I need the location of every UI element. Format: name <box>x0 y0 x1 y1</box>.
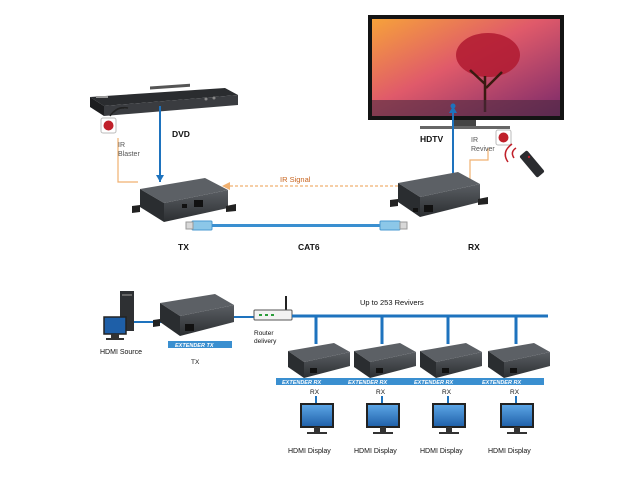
extender-rx-strip: EXTENDER RX <box>408 378 476 386</box>
receiver-unit: EXTENDER RX RX HDMI Display <box>276 343 350 455</box>
dvd-label: DVD <box>172 129 190 139</box>
ir-reviver-label-line2: Reviver <box>471 146 495 153</box>
hdmi-display-label: HDMI Display <box>354 448 397 455</box>
tx-extender-unit-bottom <box>153 294 234 336</box>
hdtv-label: HDTV <box>420 134 443 144</box>
up-to-label: Up to 253 Revivers <box>360 298 424 307</box>
rx-label: RX <box>510 389 520 396</box>
hdmi-source-computer-icon <box>103 291 134 340</box>
hdmi-display-icon <box>300 403 334 434</box>
ir-reviver-icon <box>495 129 512 146</box>
extender-rx-label: EXTENDER RX <box>282 380 321 386</box>
remote-control-icon <box>504 143 545 178</box>
router-label-line1: Router <box>254 330 274 337</box>
receiver-unit: EXTENDER RX RX HDMI Display <box>476 343 550 455</box>
arrow-up-icon <box>449 106 457 113</box>
ir-signal-label: IR Signal <box>280 175 311 184</box>
receiver-unit: EXTENDER RX RX HDMI Display <box>342 343 416 455</box>
rx-extender-unit <box>390 172 488 217</box>
router-icon <box>253 296 293 321</box>
ir-blaster-wave-icon <box>109 106 129 117</box>
labels: DVD HDTV IR Blaster IR Reviver IR Signal… <box>100 129 495 366</box>
tx-label: TX <box>178 242 189 252</box>
rx-extender-device <box>420 343 482 378</box>
hdtv <box>368 15 564 129</box>
ir-blaster-icon <box>100 117 117 134</box>
extender-rx-label: EXTENDER RX <box>482 380 521 386</box>
extender-rx-label: EXTENDER RX <box>414 380 453 386</box>
rx-label: RX <box>376 389 386 396</box>
ir-reviver-wire <box>469 148 489 180</box>
ir-blaster-label-line2: Blaster <box>118 151 140 158</box>
tx-extender-unit <box>132 178 236 222</box>
cat6-cable <box>185 220 408 231</box>
dvd-player <box>90 83 238 116</box>
hdmi-display-label: HDMI Display <box>488 448 531 455</box>
extender-rx-strip: EXTENDER RX <box>476 378 544 386</box>
rx-extender-device <box>288 343 350 378</box>
arrow-down-icon <box>156 175 164 182</box>
hdmi-display-icon <box>500 403 534 434</box>
hdmi-source-label: HDMI Source <box>100 349 142 356</box>
hdmi-display-icon <box>366 403 400 434</box>
ir-blaster-wire <box>117 138 138 183</box>
ir-reviver-label-line1: IR <box>471 137 478 144</box>
extender-rx-strip: EXTENDER RX <box>342 378 410 386</box>
rx-extender-device <box>354 343 416 378</box>
receiver-unit: EXTENDER RX RX HDMI Display <box>408 343 482 455</box>
ir-blaster-label-line1: IR <box>118 142 125 149</box>
hdmi-display-icon <box>432 403 466 434</box>
rx-label: RX <box>468 242 480 252</box>
rx-extender-device <box>488 343 550 378</box>
distribution-bus <box>292 314 548 344</box>
extender-rx-strip: EXTENDER RX <box>276 378 344 386</box>
cat6-label: CAT6 <box>298 242 320 252</box>
ir-signal-arrow <box>222 182 398 190</box>
tx-bottom-label: TX <box>191 359 200 366</box>
extender-tx-label: EXTENDER TX <box>175 343 214 349</box>
hdmi-display-label: HDMI Display <box>420 448 463 455</box>
extender-tx-strip <box>168 341 232 348</box>
rx-label: RX <box>442 389 452 396</box>
hdmi-display-label: HDMI Display <box>288 448 331 455</box>
rx-label: RX <box>310 389 320 396</box>
receiver-group: EXTENDER RX RX HDMI Display EXTENDER RX RX HD… <box>276 343 550 455</box>
router-label-line2: delivery <box>254 338 277 345</box>
extender-rx-label: EXTENDER RX <box>348 380 387 386</box>
